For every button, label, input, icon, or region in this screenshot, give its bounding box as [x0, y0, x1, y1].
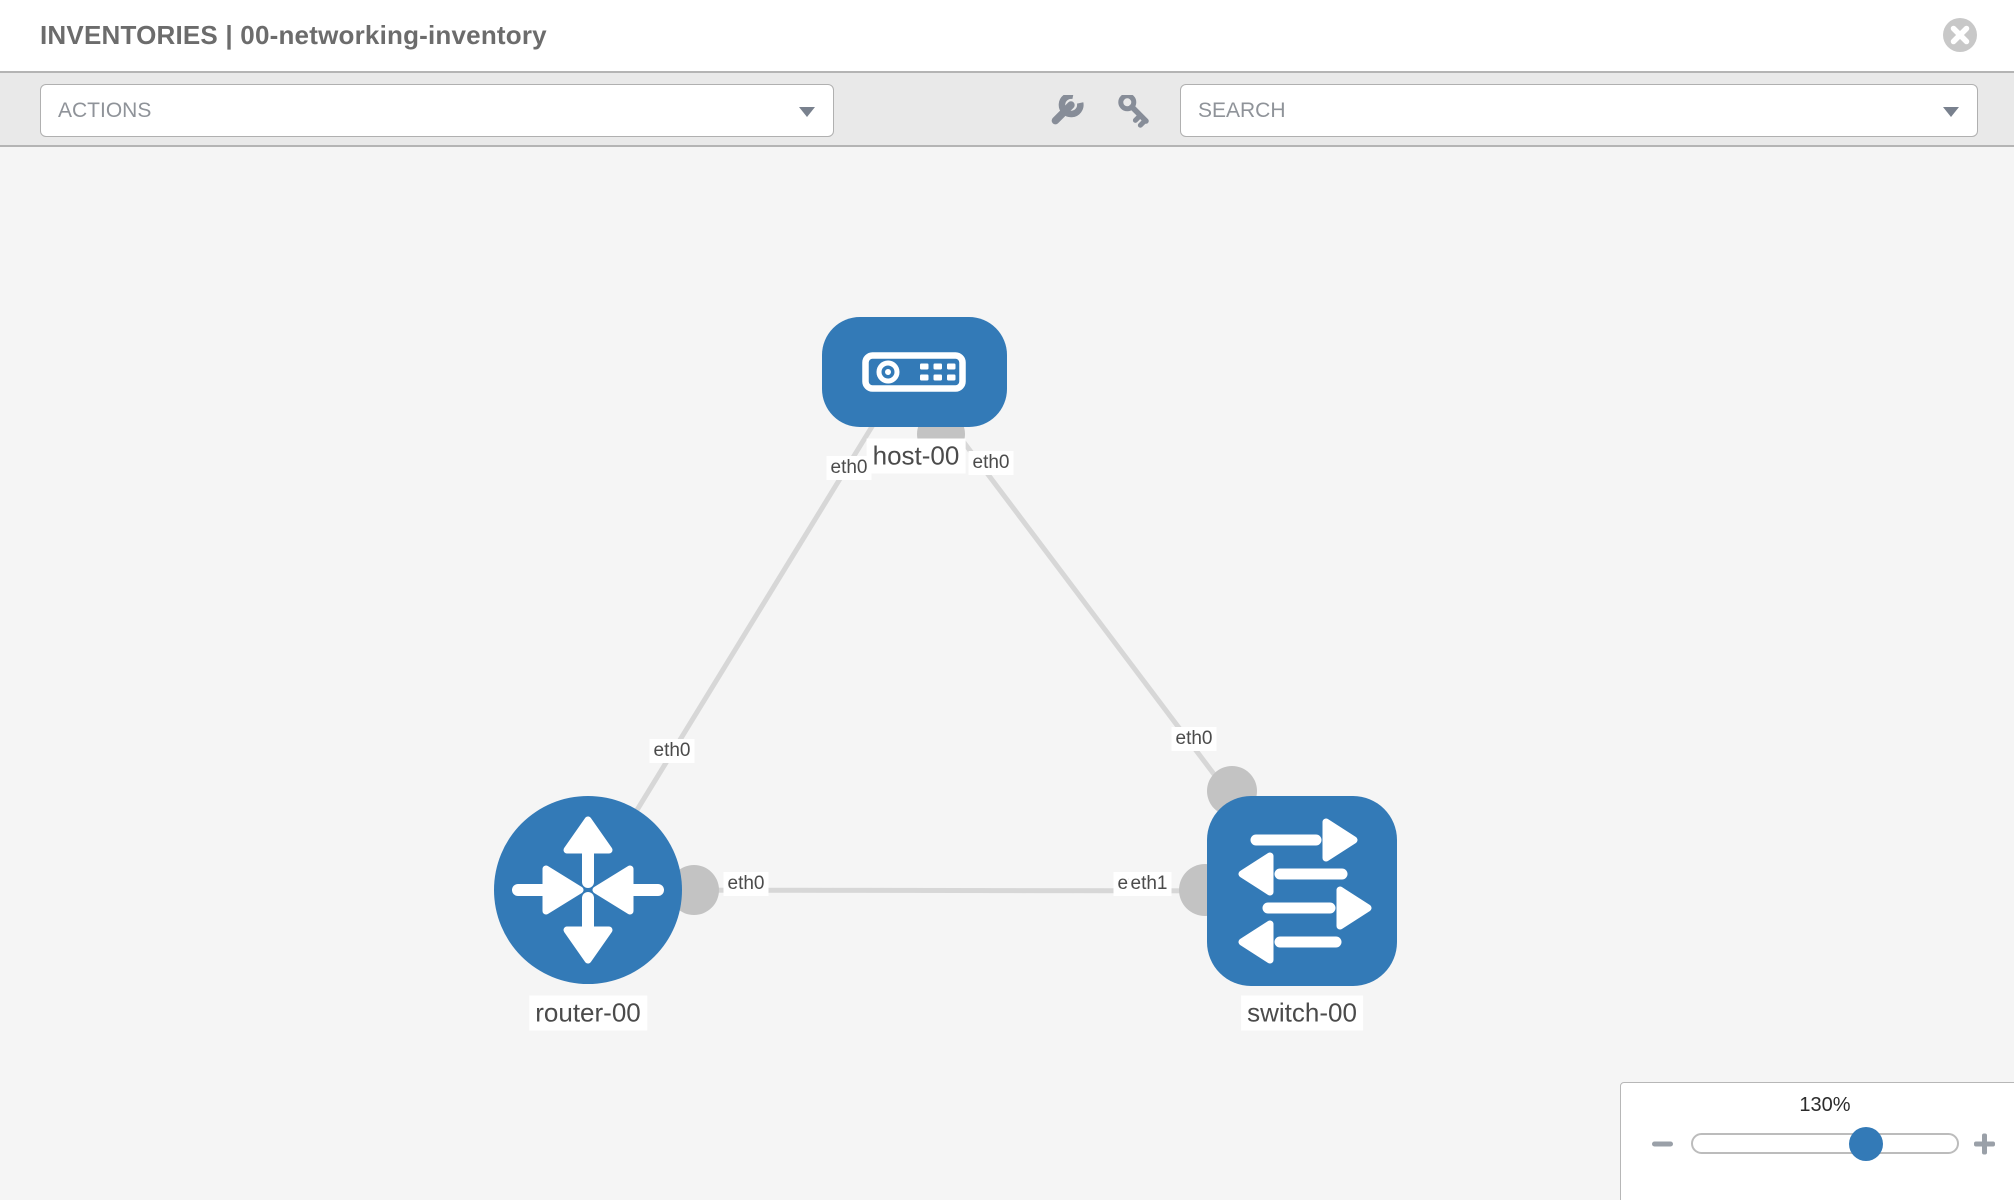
search-dropdown-label: SEARCH: [1198, 99, 1286, 122]
zoom-out-button[interactable]: [1652, 1133, 1674, 1155]
key-button[interactable]: [1117, 93, 1153, 129]
node-router[interactable]: [494, 796, 682, 984]
tools-button[interactable]: [1048, 92, 1084, 129]
minus-icon: [1652, 1141, 1673, 1147]
actions-dropdown-label: ACTIONS: [58, 99, 152, 122]
node-label-router: router-00: [529, 995, 647, 1031]
search-dropdown[interactable]: SEARCH: [1180, 84, 1978, 137]
plus-icon: [1974, 1133, 1995, 1155]
actions-dropdown[interactable]: ACTIONS: [40, 84, 834, 137]
if-label-host-right: eth0: [968, 451, 1014, 475]
zoom-slider-thumb[interactable]: [1849, 1127, 1883, 1161]
page-header: INVENTORIES | 00-networking-inventory: [0, 0, 2014, 71]
node-switch[interactable]: [1207, 796, 1397, 986]
close-icon: [1943, 18, 1977, 52]
key-icon: [1118, 93, 1149, 128]
if-label-host-left: eth0: [826, 456, 872, 480]
wrench-icon: [1051, 92, 1084, 125]
router-icon: [512, 816, 664, 964]
node-label-switch: switch-00: [1241, 995, 1363, 1031]
if-label-router-uplink: eth0: [649, 739, 695, 763]
page-title: INVENTORIES | 00-networking-inventory: [40, 20, 547, 50]
zoom-in-button[interactable]: [1974, 1133, 1996, 1155]
node-label-host: host-00: [866, 438, 966, 474]
zoom-level: 130%: [1799, 1094, 1851, 1116]
chevron-down-icon: [799, 107, 815, 117]
node-host[interactable]: [822, 317, 1007, 427]
if-label-switch-top: eth0: [1171, 727, 1217, 751]
close-button[interactable]: [1942, 17, 1978, 53]
zoom-panel: 130%: [1620, 1082, 2014, 1200]
topology-canvas[interactable]: host-00 router-00 switch-00 eth0 eth0 et…: [0, 147, 2014, 1200]
host-icon: [862, 352, 966, 392]
chevron-down-icon: [1943, 107, 1959, 117]
port-router-right[interactable]: [669, 865, 719, 915]
zoom-slider-track[interactable]: [1691, 1127, 1959, 1161]
toolbar: ACTIONS SEARCH: [0, 71, 2014, 147]
if-label-router-lan: eth0: [723, 872, 769, 896]
switch-icon: [1238, 818, 1372, 964]
if-label-switch-lan-eth1: eth1: [1128, 872, 1172, 896]
